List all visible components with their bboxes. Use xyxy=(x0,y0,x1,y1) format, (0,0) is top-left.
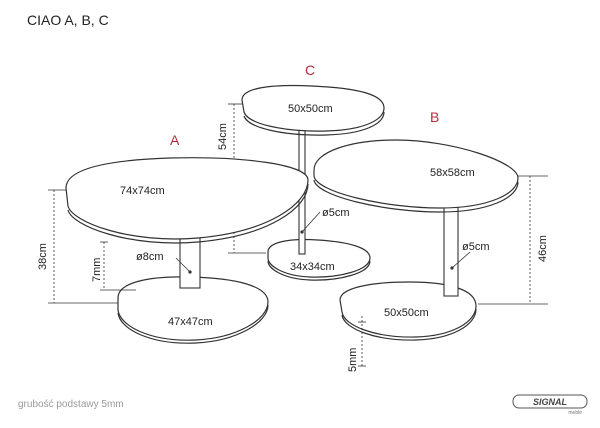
table-a-top-size: 74x74cm xyxy=(120,185,165,197)
table-a-letter: A xyxy=(170,132,180,148)
base-thickness-note: grubość podstawy 5mm xyxy=(18,399,124,410)
table-a xyxy=(48,157,309,344)
table-b-top xyxy=(313,139,519,209)
base-thickness-label: 5mm xyxy=(347,348,359,372)
table-a-base xyxy=(117,276,269,341)
table-c-leg-size: ø5cm xyxy=(322,207,350,219)
table-a-leg xyxy=(179,235,201,289)
table-b-letter: B xyxy=(430,109,439,125)
table-a-base-rise: 7mm xyxy=(91,258,103,282)
table-b-leg-size: ø5cm xyxy=(462,241,490,253)
table-a-height: 38cm xyxy=(37,243,49,270)
table-c-top xyxy=(241,84,385,132)
table-a-base-size: 47x47cm xyxy=(168,316,213,328)
table-b-height: 46cm xyxy=(537,235,549,262)
table-c-base-size: 34x34cm xyxy=(290,261,335,273)
table-a-top xyxy=(65,157,309,240)
table-c-height: 54cm xyxy=(217,123,229,150)
table-b-base-size: 50x50cm xyxy=(384,307,429,319)
svg-text:meble: meble xyxy=(568,410,582,416)
table-b-base xyxy=(339,281,477,338)
diagram-title: CIAO A, B, C xyxy=(27,12,109,28)
table-c-top-size: 50x50cm xyxy=(288,103,333,115)
table-b xyxy=(313,139,548,367)
table-b-top-size: 58x58cm xyxy=(430,167,475,179)
table-b-leg xyxy=(443,199,459,297)
table-c-base xyxy=(267,238,371,278)
table-c-letter: C xyxy=(305,62,315,78)
svg-text:SIGNAL: SIGNAL xyxy=(533,397,567,407)
table-a-leg-size: ø8cm xyxy=(136,251,164,263)
